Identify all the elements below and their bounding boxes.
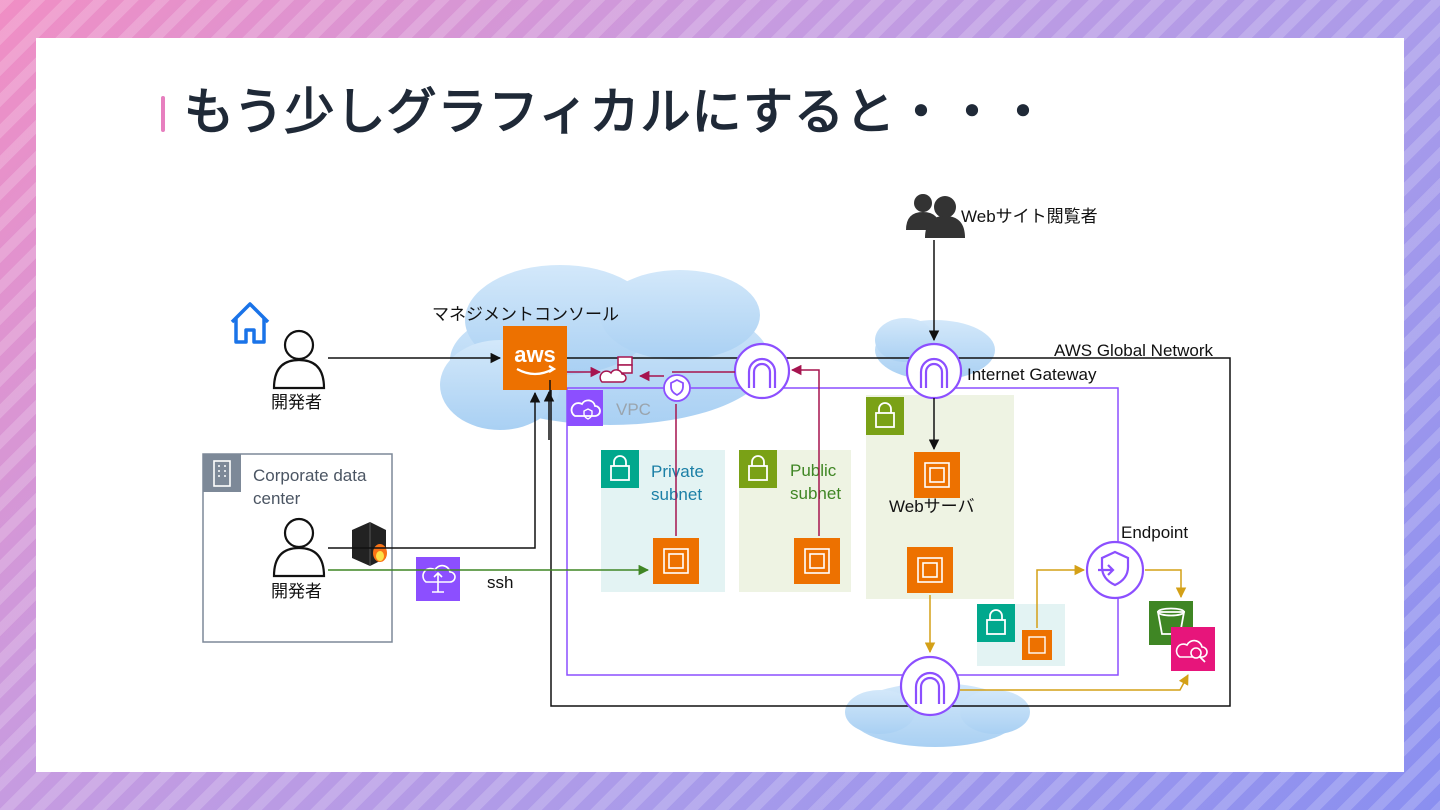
aws-network-label: AWS Global Network — [1054, 341, 1214, 360]
vpc-label: VPC — [616, 400, 651, 419]
igw-label: Internet Gateway — [967, 365, 1097, 384]
router-icon — [599, 356, 633, 383]
client-vpn-icon — [416, 557, 460, 601]
user-icon — [272, 517, 326, 578]
internet-gateway-icon — [899, 655, 961, 717]
vpc-cloud-icon — [567, 390, 603, 426]
internet-gateway-icon — [905, 342, 963, 400]
title-accent-bar — [161, 96, 165, 132]
privatelink-shield-icon — [663, 374, 691, 402]
public-subnet-label-2: subnet — [790, 484, 841, 503]
dc-title-2: center — [253, 489, 301, 508]
private-subnet-lock-icon — [601, 450, 639, 488]
home-icon — [230, 302, 270, 344]
ec2-chip-icon — [1022, 630, 1052, 660]
viewer-label: Webサイト閲覧者 — [961, 207, 1098, 226]
dc-title-1: Corporate data — [253, 466, 367, 485]
endpoint-shield-icon — [1085, 540, 1145, 600]
private-subnet-label-1: Private — [651, 462, 704, 481]
ssh-label: ssh — [487, 573, 513, 592]
connector-gold — [924, 564, 1189, 691]
ec2-chip-icon — [653, 538, 699, 584]
slide-title: もう少しグラフィカルにすると・・・ — [184, 83, 1049, 141]
vpc-box — [566, 387, 1119, 676]
home-developer-label: 開発者 — [271, 393, 322, 412]
aws-global-network-box — [550, 357, 1231, 707]
web-server-label: Webサーバ — [889, 497, 974, 516]
web-subnet-lock-icon — [866, 397, 904, 435]
cloud-background-main — [440, 265, 770, 430]
console-label: マネジメントコンソール — [432, 305, 619, 324]
public-subnet-label-1: Public — [790, 461, 837, 480]
cloud-search-icon — [1171, 627, 1215, 671]
building-icon — [203, 454, 241, 492]
public-subnet-lock-icon — [739, 450, 777, 488]
svg-text:aws: aws — [514, 342, 556, 367]
ec2-chip-icon — [907, 547, 953, 593]
internet-gateway-icon — [733, 342, 791, 400]
endpoint-label: Endpoint — [1121, 523, 1188, 542]
dc-developer-label: 開発者 — [271, 582, 322, 601]
aws-logo: aws — [503, 326, 567, 390]
endpoint-subnet-lock-icon — [977, 604, 1015, 642]
users-icon — [906, 194, 965, 238]
user-icon — [272, 329, 326, 390]
connector-maroon — [567, 364, 820, 536]
ec2-chip-icon — [794, 538, 840, 584]
ec2-chip-icon — [914, 452, 960, 498]
firewall-icon — [352, 522, 387, 566]
